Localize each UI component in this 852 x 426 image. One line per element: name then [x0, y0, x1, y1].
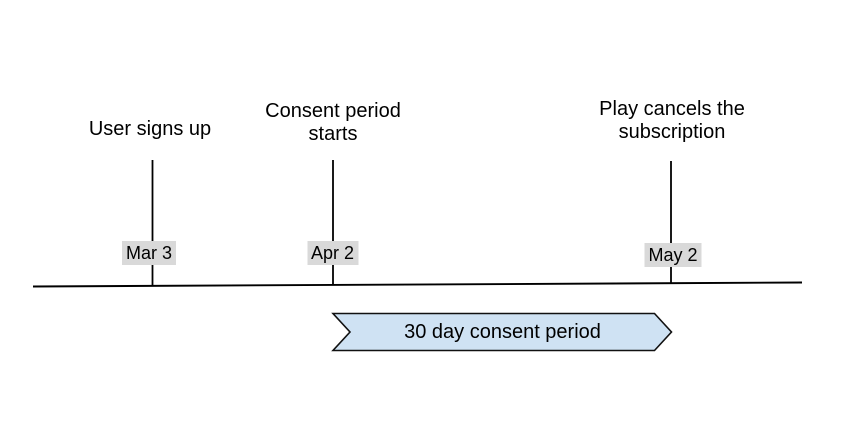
event-date-mar-3: Mar 3: [121, 241, 177, 265]
event-label-line: starts: [308, 123, 358, 145]
event-label-line: Consent period: [265, 100, 401, 122]
event-label-line: User signs up: [88, 118, 212, 140]
event-label-user-signs-up: User signs up: [89, 118, 211, 141]
event-label-play-cancels: Play cancels the subscription: [599, 98, 745, 144]
event-date-apr-2: Apr 2: [306, 241, 359, 265]
event-label-consent-period-starts: Consent period starts: [265, 100, 401, 146]
event-label-line: subscription: [618, 121, 726, 143]
event-label-line: Play cancels the: [599, 98, 745, 120]
consent-period-arrow: [331, 312, 673, 352]
consent-period-arrow-label: 30 day consent period: [404, 321, 601, 343]
event-date-may-2: May 2: [644, 243, 702, 267]
timeline-axis: [32, 281, 803, 288]
